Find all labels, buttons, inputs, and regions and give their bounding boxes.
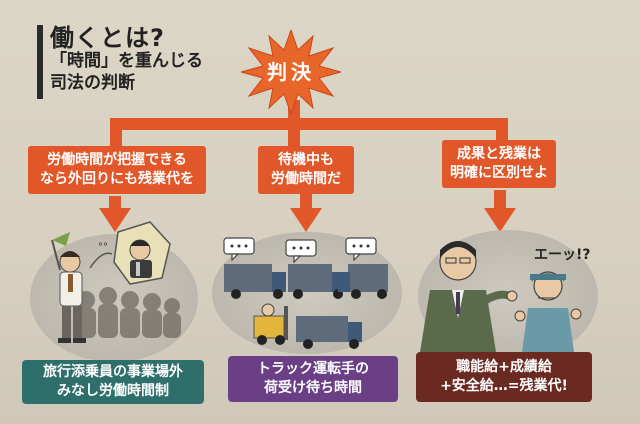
verdict-label: 判決 xyxy=(267,60,315,84)
caption-2: トラック運転手の 荷受け待ち時間 xyxy=(228,356,398,402)
branch-box-1: 労働時間が把握できる なら外回りにも残業代を xyxy=(28,146,206,194)
branch-box-2: 待機中も 労働時間だ xyxy=(258,146,354,194)
caption-1: 旅行添乗員の事業場外 みなし労働時間制 xyxy=(22,360,204,404)
svg-text:°°: °° xyxy=(98,242,108,253)
exclaim-speech: エーッ!? xyxy=(534,247,591,263)
caption-3: 職能給+成績給 +安全給…=残業代! xyxy=(416,352,592,402)
branch-box-3: 成果と残業は 明確に区別せよ xyxy=(442,140,556,188)
title-accent-bar xyxy=(37,25,43,99)
page-subtitle: 「時間」を重んじる 司法の判断 xyxy=(50,51,203,93)
page-title: 働くとは? xyxy=(50,24,165,52)
verdict-burst xyxy=(241,30,341,114)
